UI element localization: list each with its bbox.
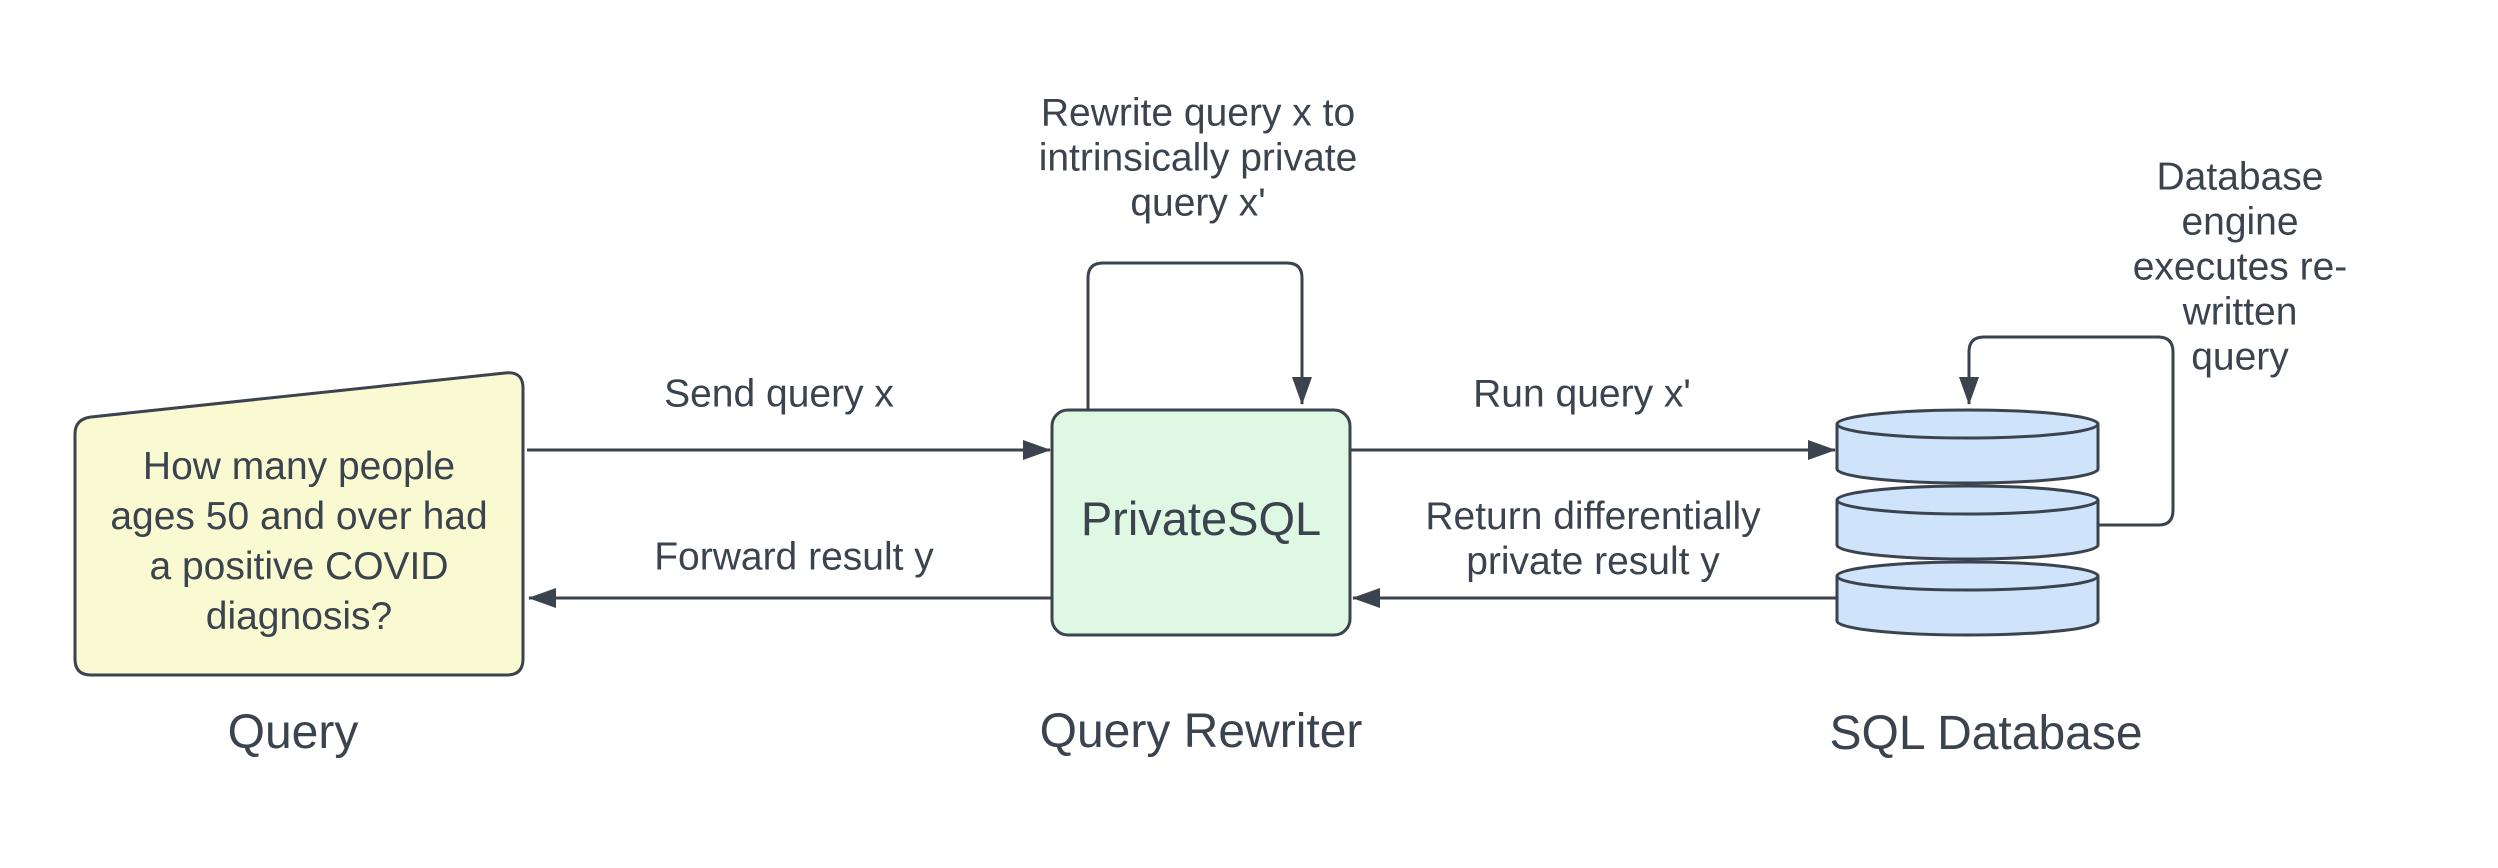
edge-label-execute-loop: Database engine executes re-written quer… bbox=[2132, 155, 2348, 379]
rewriter-node-title: PrivateSQL bbox=[1080, 492, 1322, 545]
database-cylinder-rim bbox=[1835, 499, 2100, 516]
edge-label-forward-result: Forward result y bbox=[654, 535, 934, 579]
edge-rewrite-self-loop bbox=[1086, 261, 1312, 410]
database-cylinder bbox=[1835, 560, 2100, 637]
edge-label-rewrite-loop: Rewrite query x to intrinsically private… bbox=[1038, 91, 1358, 225]
database-cylinder bbox=[1835, 484, 2100, 561]
database-cylinder-rim bbox=[1835, 423, 2100, 440]
query-node-caption: Query bbox=[227, 706, 359, 759]
query-node-text: How many people ages 50 and over had a p… bbox=[110, 445, 488, 638]
query-node bbox=[73, 371, 525, 677]
database-cylinder-rim bbox=[1835, 575, 2100, 592]
edge-execute-self-loop bbox=[1959, 335, 2175, 527]
database-cylinder bbox=[1835, 408, 2100, 485]
database-node bbox=[1835, 408, 2100, 637]
rewriter-node-caption: Query Rewriter bbox=[1039, 705, 1363, 758]
database-node-caption: SQL Database bbox=[1829, 707, 2143, 760]
edge-label-send-query: Send query x bbox=[664, 372, 894, 416]
rewriter-node bbox=[1050, 408, 1352, 637]
edge-label-return-result: Return differentially private result y bbox=[1425, 495, 1761, 583]
edge-label-run-query: Run query x' bbox=[1473, 372, 1691, 416]
